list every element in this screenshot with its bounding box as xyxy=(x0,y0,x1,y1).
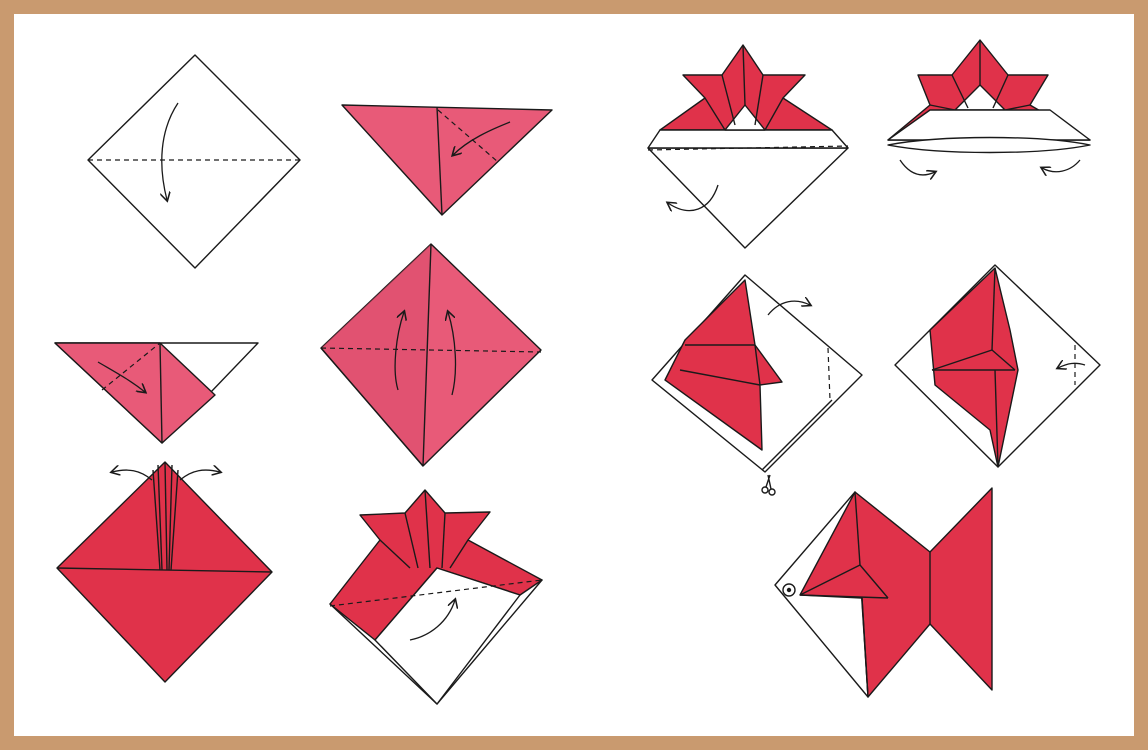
turn-arrow xyxy=(668,184,719,211)
spread-arrow-left xyxy=(112,470,153,481)
fold-arrow xyxy=(767,301,810,316)
scissors-icon xyxy=(761,474,776,496)
fold-arrow-left xyxy=(394,312,404,391)
step-1-diamond xyxy=(87,54,301,269)
step-3-triangle xyxy=(54,342,259,444)
step-11-goldfish xyxy=(774,487,993,698)
turn-arrow-left xyxy=(899,159,935,175)
fish-eye-icon xyxy=(782,583,796,597)
step-9-fish-fold xyxy=(651,274,863,496)
fold-arrow xyxy=(1058,363,1086,368)
fold-arrow xyxy=(97,361,145,392)
step-6-crown xyxy=(329,489,543,705)
step-10-fish-fold xyxy=(894,264,1101,468)
step-5-diamond xyxy=(56,461,273,683)
step-8-flat-hat xyxy=(887,39,1091,175)
step-2-triangle xyxy=(341,104,553,216)
turn-arrow-right xyxy=(1042,159,1081,172)
fold-arrow xyxy=(453,121,511,155)
step-4-diamond xyxy=(320,243,542,467)
step-7-hat xyxy=(647,44,849,249)
spread-arrow-right xyxy=(179,470,220,481)
fold-arrow xyxy=(162,102,179,200)
fold-arrow xyxy=(409,600,455,641)
fold-arrow-right xyxy=(448,312,457,396)
